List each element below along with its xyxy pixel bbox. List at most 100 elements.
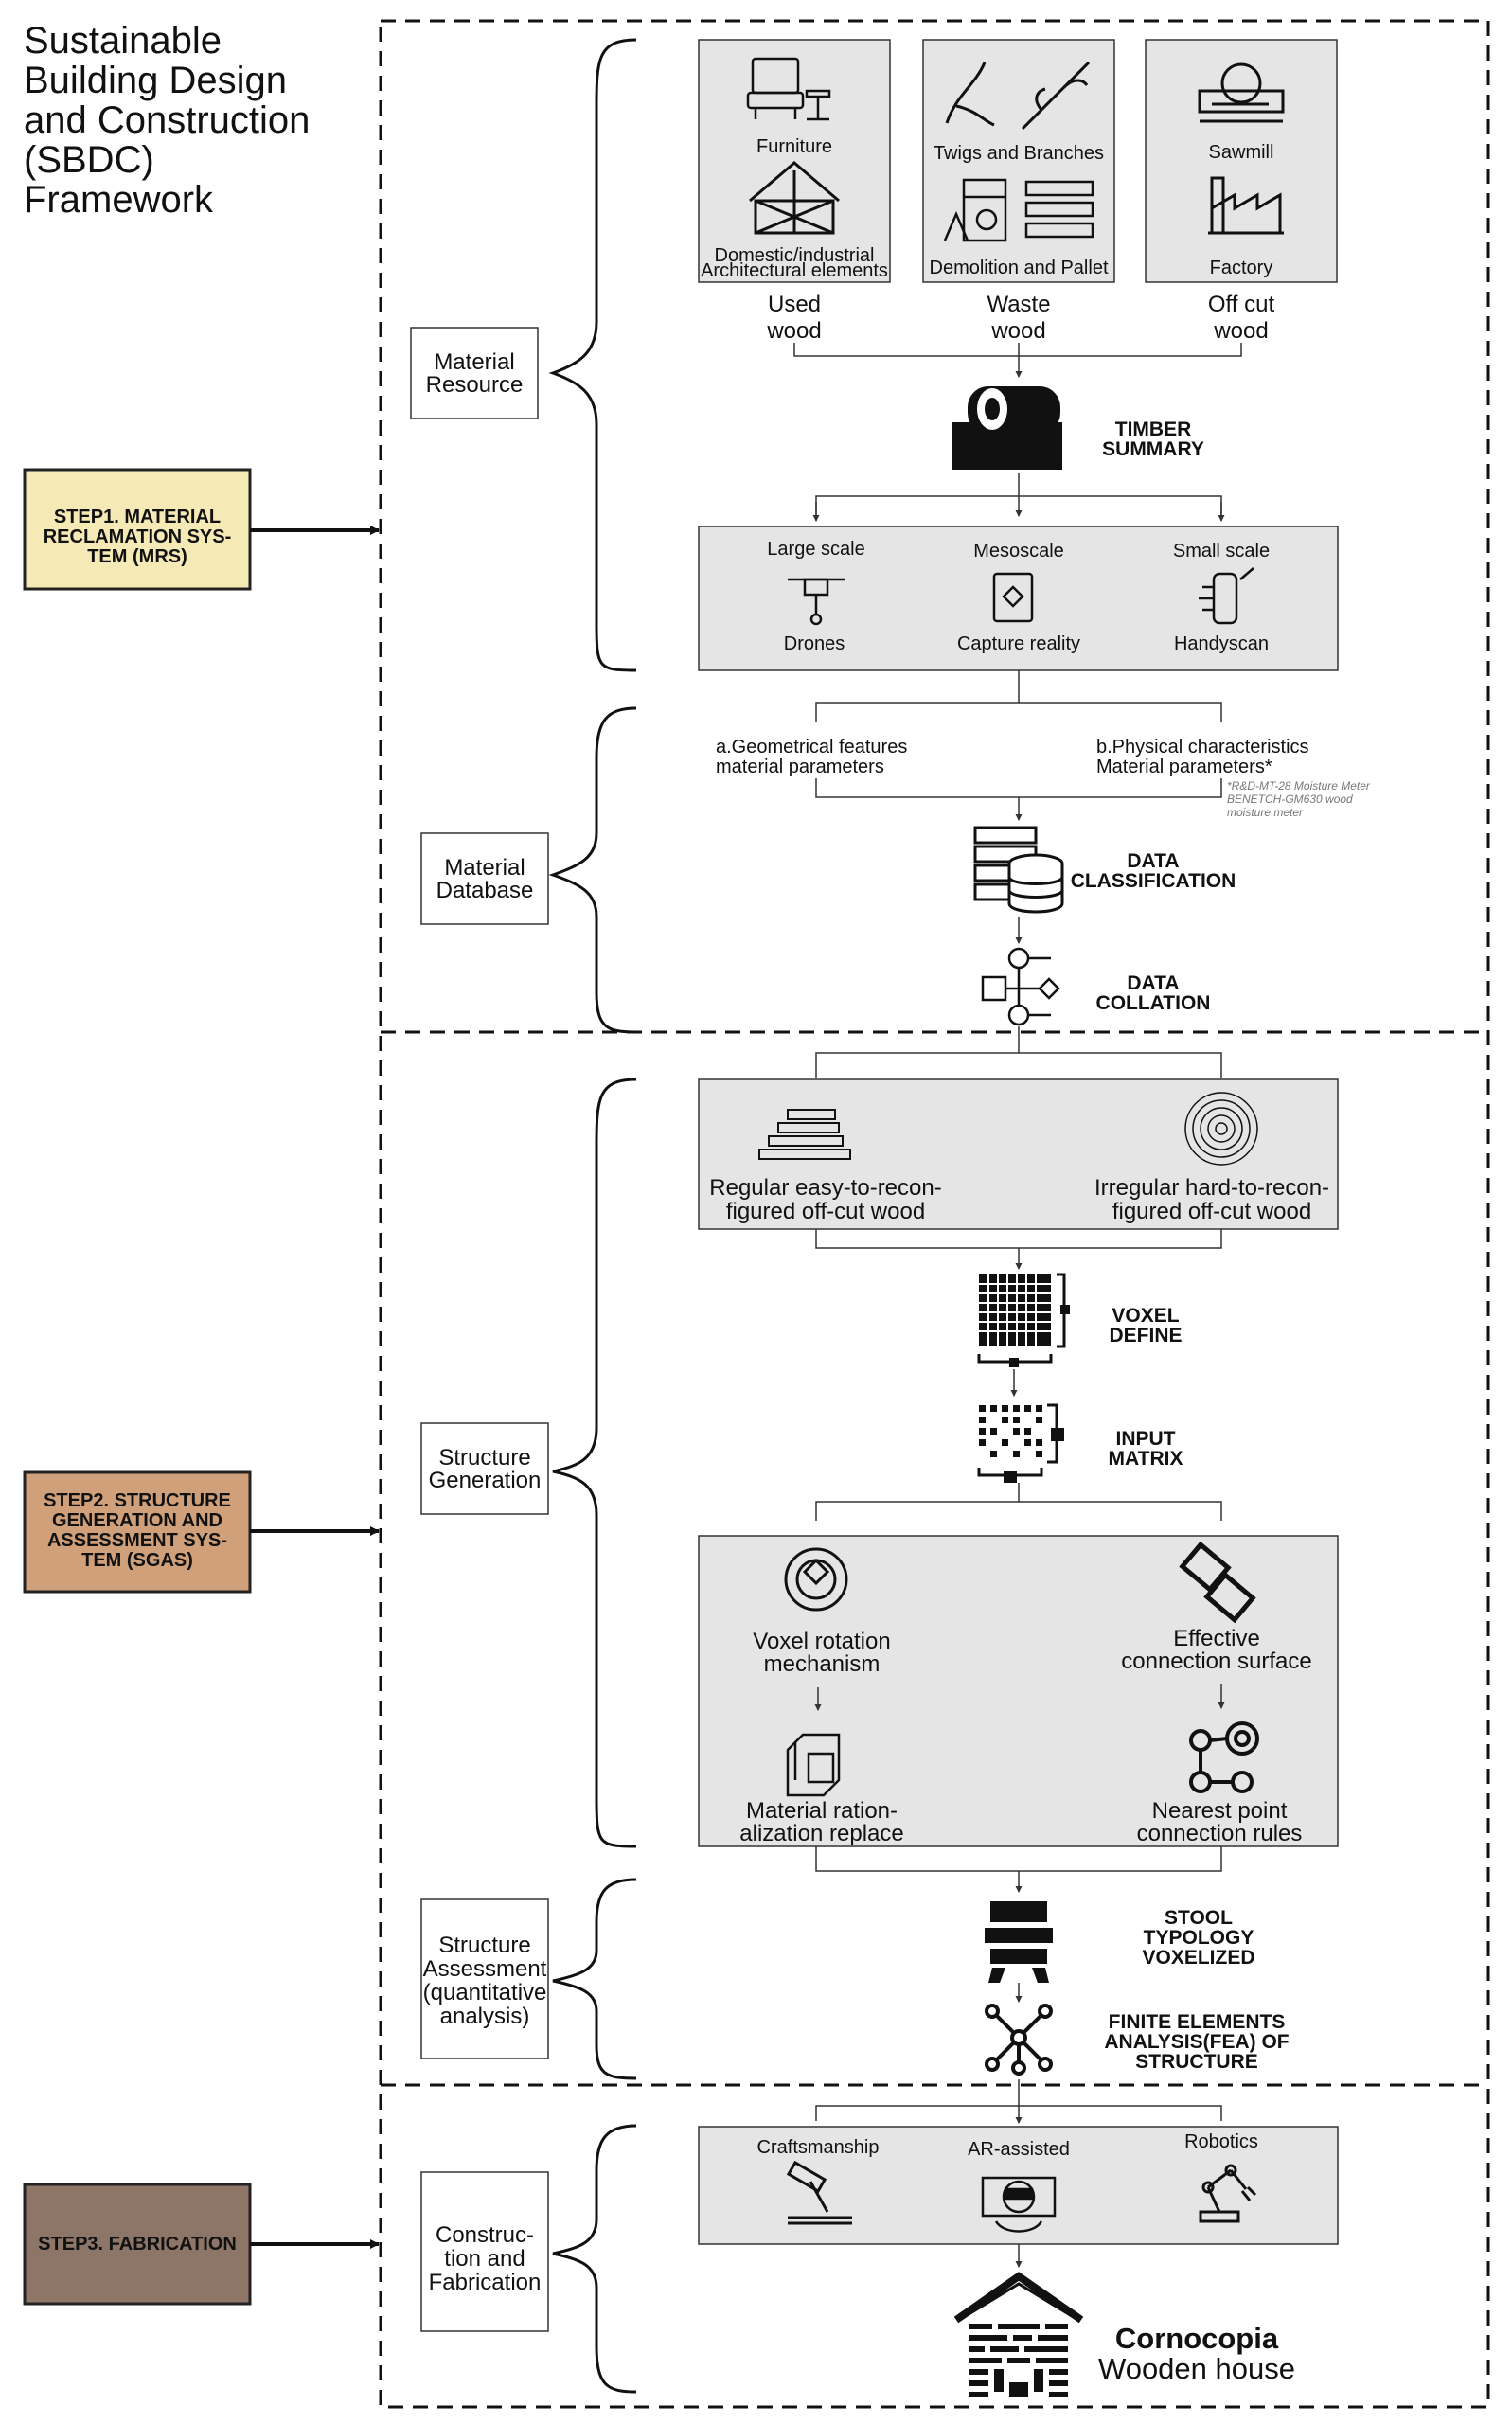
category-label: Structure xyxy=(438,1933,530,1958)
step-2: STEP2. STRUCTURE GENERATION AND ASSESSME… xyxy=(23,1470,380,1594)
timber-summary-label: SUMMARY xyxy=(1102,438,1204,460)
step-1: STEP1. MATERIAL RECLAMATION SYS- TEM (MR… xyxy=(23,468,380,591)
scan-top-label: Large scale xyxy=(767,539,864,560)
furniture-icon xyxy=(746,57,831,121)
offcut-label: figured off-cut wood xyxy=(1112,1199,1311,1224)
step-text: GENERATION AND xyxy=(52,1510,222,1531)
input-matrix: INPUT MATRIX xyxy=(977,1403,1183,1483)
data-collation-label: COLLATION xyxy=(1096,992,1211,1014)
offcut-label: figured off-cut wood xyxy=(726,1199,925,1224)
scan-top-label: Small scale xyxy=(1173,541,1270,561)
offcut-label: Irregular hard-to-recon- xyxy=(1094,1175,1329,1201)
hammer-icon xyxy=(786,2160,852,2225)
connectors xyxy=(815,1483,1222,1521)
connectors xyxy=(815,670,1222,722)
architectural-elements-icon xyxy=(749,161,840,235)
feature-note: *R&D-MT-28 Moisture Meter xyxy=(1227,779,1371,793)
connectors xyxy=(815,778,1222,821)
data-classification-label: CLASSIFICATION xyxy=(1071,870,1236,892)
mechanism-label: Voxel rotation xyxy=(753,1629,890,1654)
category-structure-assessment: Structure Assessment (quantitative analy… xyxy=(420,1898,549,2059)
scan-top-label: Mesoscale xyxy=(973,541,1064,561)
mechanism-label: alization replace xyxy=(739,1821,903,1846)
source-waste-wood: Twigs and Branches Demolition and Pallet… xyxy=(922,39,1115,344)
factory-icon xyxy=(1208,176,1284,235)
data-collation-icon xyxy=(981,947,1060,1026)
feature-label: b.Physical characteristics xyxy=(1096,737,1309,758)
timber-summary: TIMBER SUMMARY xyxy=(952,386,1204,470)
fabrication-methods: Craftsmanship AR-assisted Robotics xyxy=(698,2126,1339,2245)
fea-structure: FINITE ELEMENTS ANALYSIS(FEA) OF STRUCTU… xyxy=(985,2004,1290,2076)
title-line: (SBDC) xyxy=(24,139,154,181)
source-bottom-label: Architectural elements xyxy=(701,260,888,281)
data-collation: DATA COLLATION xyxy=(981,947,1211,1026)
connectors xyxy=(812,473,1225,522)
feature-label: material parameters xyxy=(716,757,884,777)
title-line: Framework xyxy=(24,179,214,221)
stool-label: STOOL xyxy=(1165,1907,1233,1929)
connectors xyxy=(815,1229,1222,1270)
category-structure-generation: Structure Generation xyxy=(420,1422,549,1515)
database-icon xyxy=(973,826,1064,914)
drone-icon xyxy=(788,578,845,626)
dashed-frame xyxy=(379,19,1490,2409)
feature-note: moisture meter xyxy=(1227,806,1304,819)
mechanism-label: connection surface xyxy=(1121,1649,1311,1674)
category-material-database: Material Database xyxy=(420,832,549,925)
source-caption: wood xyxy=(990,318,1045,344)
category-label: Resource xyxy=(426,372,524,398)
connectors xyxy=(815,1846,1222,1893)
source-caption: wood xyxy=(766,318,821,344)
fea-label: STRUCTURE xyxy=(1135,2051,1258,2073)
step-text: STEP3. FABRICATION xyxy=(38,2234,237,2255)
step-1-box xyxy=(23,468,252,591)
final-subtitle: Wooden house xyxy=(1098,2352,1295,2385)
fea-label: FINITE ELEMENTS xyxy=(1109,2011,1286,2033)
connection-surface-icon xyxy=(1179,1541,1256,1624)
scan-bottom-label: Capture reality xyxy=(957,633,1080,654)
source-bottom-label: Factory xyxy=(1210,258,1273,278)
timber-summary-label: TIMBER xyxy=(1115,419,1192,440)
fea-network-icon xyxy=(985,2004,1053,2076)
brace-material-database xyxy=(548,706,637,1034)
mechanism-label: mechanism xyxy=(764,1651,881,1677)
offcut-classification: Regular easy-to-recon- figured off-cut w… xyxy=(698,1078,1339,1230)
input-matrix-label: INPUT xyxy=(1116,1428,1176,1450)
category-label: Fabrication xyxy=(429,2270,542,2295)
title-line: Sustainable xyxy=(24,20,222,62)
source-used-wood: Furniture Domestic/industrial Architectu… xyxy=(698,39,891,344)
source-caption: Off cut xyxy=(1208,292,1275,317)
category-label: Material xyxy=(444,855,525,881)
data-collation-label: DATA xyxy=(1127,972,1179,994)
final-house: Cornocopia Wooden house xyxy=(953,2272,1295,2397)
handyscan-icon xyxy=(1199,567,1254,625)
source-caption: Waste xyxy=(987,292,1050,317)
connectors xyxy=(815,1026,1222,1078)
capture-reality-icon xyxy=(992,572,1034,623)
features: a.Geometrical features material paramete… xyxy=(716,737,1371,819)
category-label: (quantitative xyxy=(423,1980,547,2005)
brace-material-resource xyxy=(548,38,637,672)
fabrication-label: Craftsmanship xyxy=(757,2137,880,2158)
mechanism-label: Nearest point xyxy=(1152,1798,1288,1824)
step-text: RECLAMATION SYS- xyxy=(44,526,232,547)
step-3: STEP3. FABRICATION xyxy=(23,2183,380,2306)
category-label: Database xyxy=(436,878,534,903)
category-label: tion and xyxy=(444,2246,525,2272)
source-top-label: Sawmill xyxy=(1209,142,1274,163)
voxel-grid-icon xyxy=(977,1273,1070,1367)
fea-label: ANALYSIS(FEA) OF xyxy=(1104,2031,1289,2053)
voxel-define-label: VOXEL xyxy=(1112,1305,1179,1327)
stool-icon xyxy=(985,1901,1053,1983)
voxel-define-label: DEFINE xyxy=(1109,1325,1182,1346)
sawmill-icon xyxy=(1198,62,1285,123)
irregular-wood-icon xyxy=(1184,1092,1258,1166)
stool-typology: STOOL TYPOLOGY VOXELIZED xyxy=(985,1901,1255,1983)
category-label: Construc- xyxy=(436,2222,534,2248)
feature-note: BENETCH-GM630 wood xyxy=(1227,793,1353,806)
connectors xyxy=(793,343,1242,378)
mechanism-label: Effective xyxy=(1173,1626,1260,1651)
input-matrix-icon xyxy=(979,1405,1064,1483)
wooden-house-icon xyxy=(953,2272,1084,2397)
mechanisms: Voxel rotation mechanism Effective conne… xyxy=(698,1535,1339,1847)
